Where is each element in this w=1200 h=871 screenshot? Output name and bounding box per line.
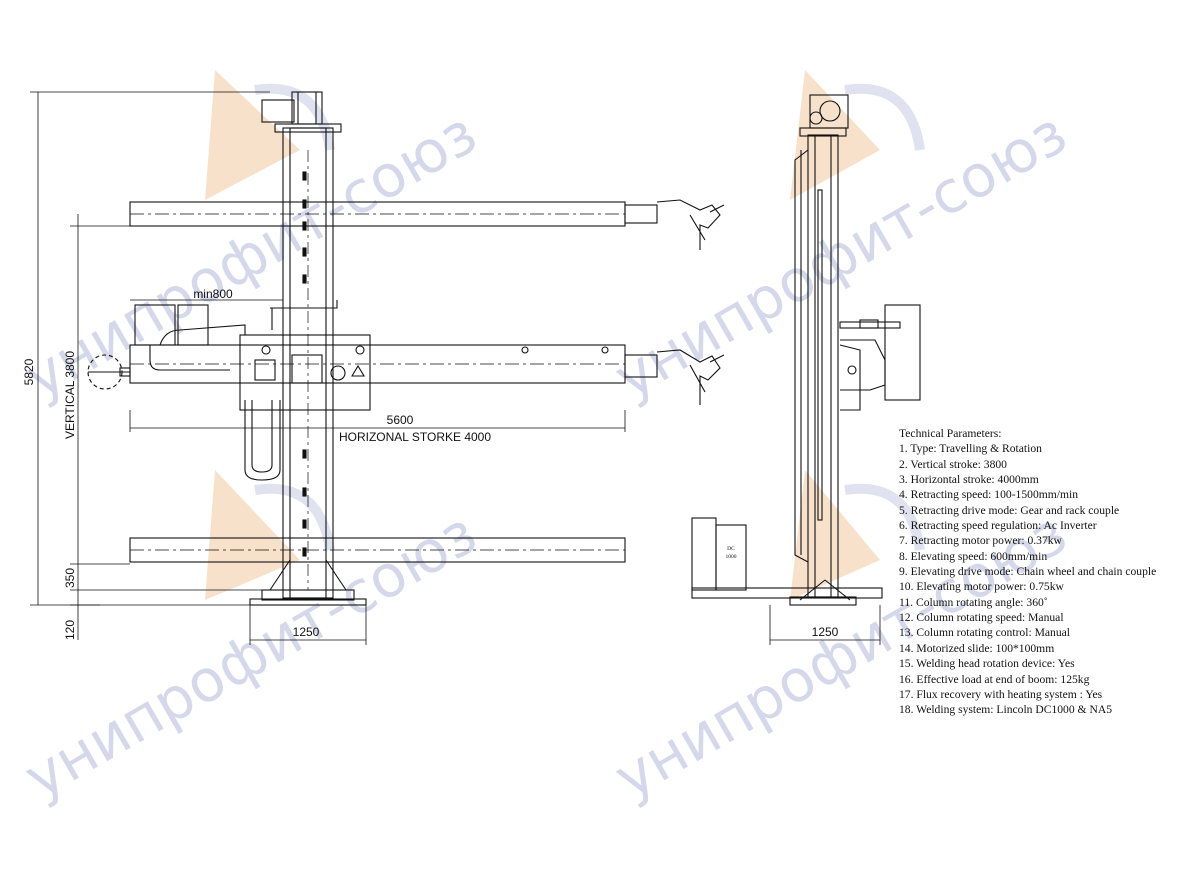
parameter-item: 11. Column rotating angle: 360˚ (899, 595, 1048, 609)
parameter-item: 3. Horizontal stroke: 4000mm (899, 473, 1039, 487)
parameter-item: 14. Motorized slide: 100*100mm (899, 641, 1055, 655)
main-boom (87, 300, 725, 481)
dim-boom-length: 5600 (387, 413, 414, 427)
upper-boom-ghost (129, 199, 725, 250)
column (249, 91, 367, 606)
parameter-item: 13. Column rotating control: Manual (899, 626, 1070, 640)
dim-horizontal-stroke: HORIZONAL STORKE 4000 (339, 430, 491, 444)
dim-base-width-side: 1250 (812, 625, 839, 639)
dim-vertical-stroke: VERTICAL 3800 (63, 351, 77, 439)
parameter-item: 9. Elevating drive mode: Chain wheel and… (899, 565, 1157, 579)
power-source-label-line1: DC (727, 546, 735, 552)
technical-parameters: Technical Parameters: 1. Type: Travellin… (899, 426, 1194, 718)
dim-min-distance: min800 (193, 287, 233, 301)
parameter-item: 12. Column rotating speed: Manual (899, 611, 1064, 625)
parameter-item: 18. Welding system: Lincoln DC1000 & NA5 (899, 703, 1113, 717)
parameter-item: 17. Flux recovery with heating system : … (899, 687, 1103, 701)
front-view: 5820 VERTICAL 3800 350 120 min800 5600 H… (22, 91, 725, 645)
technical-parameters-title: Technical Parameters: (899, 427, 1002, 440)
side-view-labels: DC 1000 1250 (726, 546, 839, 639)
parameter-item: 5. Retracting drive mode: Gear and rack … (899, 503, 1120, 517)
parameter-item: 8. Elevating speed: 600mm/min (899, 549, 1048, 563)
front-dimension-labels: 5820 VERTICAL 3800 350 120 min800 5600 H… (22, 287, 491, 640)
parameter-item: 6. Retracting speed regulation: Ac Inver… (899, 519, 1097, 533)
dim-foot-height: 120 (63, 620, 77, 640)
parameter-item: 15. Welding head rotation device: Yes (899, 657, 1075, 671)
parameter-item: 1. Type: Travelling & Rotation (899, 442, 1042, 456)
lower-boom-ghost (129, 537, 626, 563)
parameter-item: 10. Elevating motor power: 0.75kw (899, 580, 1064, 594)
dim-base-width-front: 1250 (293, 625, 320, 639)
dim-base-height: 350 (63, 568, 77, 588)
parameter-item: 16. Effective load at end of boom: 125kg (899, 672, 1090, 686)
front-dimensions (30, 91, 626, 645)
power-source-label-line2: 1000 (726, 554, 737, 560)
parameter-item: 4. Retracting speed: 100-1500mm/min (899, 488, 1079, 502)
parameter-item: 7. Retracting motor power: 0.37kw (899, 534, 1062, 548)
dim-overall-height: 5820 (22, 358, 36, 385)
parameter-item: 2. Vertical stroke: 3800 (899, 457, 1007, 471)
side-view (691, 94, 921, 645)
